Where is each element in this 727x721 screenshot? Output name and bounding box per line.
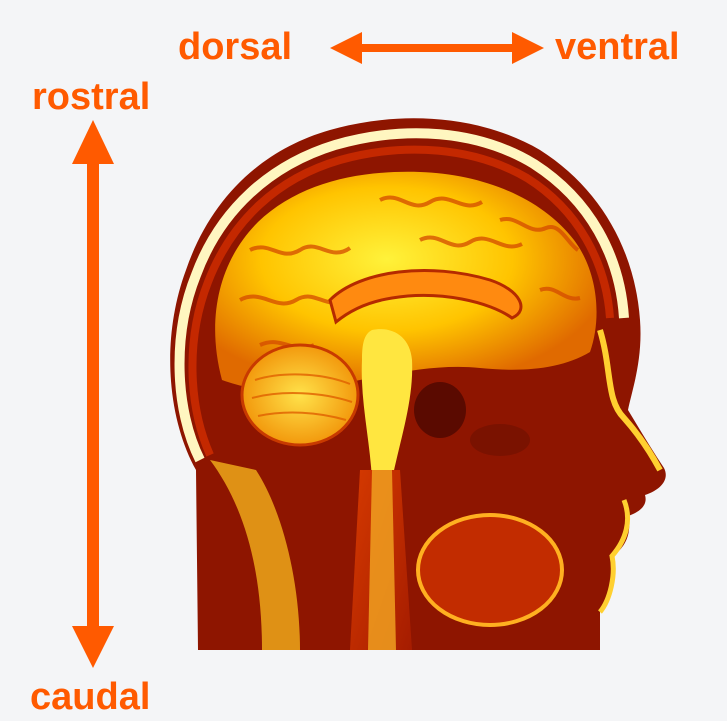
label-dorsal: dorsal (178, 28, 292, 66)
label-ventral: ventral (555, 28, 680, 66)
dorsal-ventral-arrow (330, 32, 544, 64)
tongue (418, 515, 562, 625)
label-rostral: rostral (32, 78, 150, 116)
cerebellum (242, 345, 358, 445)
nasal-cavity (414, 382, 466, 438)
rostral-caudal-arrow (72, 120, 114, 668)
label-caudal: caudal (30, 678, 150, 716)
mri-scan-image (170, 118, 666, 650)
